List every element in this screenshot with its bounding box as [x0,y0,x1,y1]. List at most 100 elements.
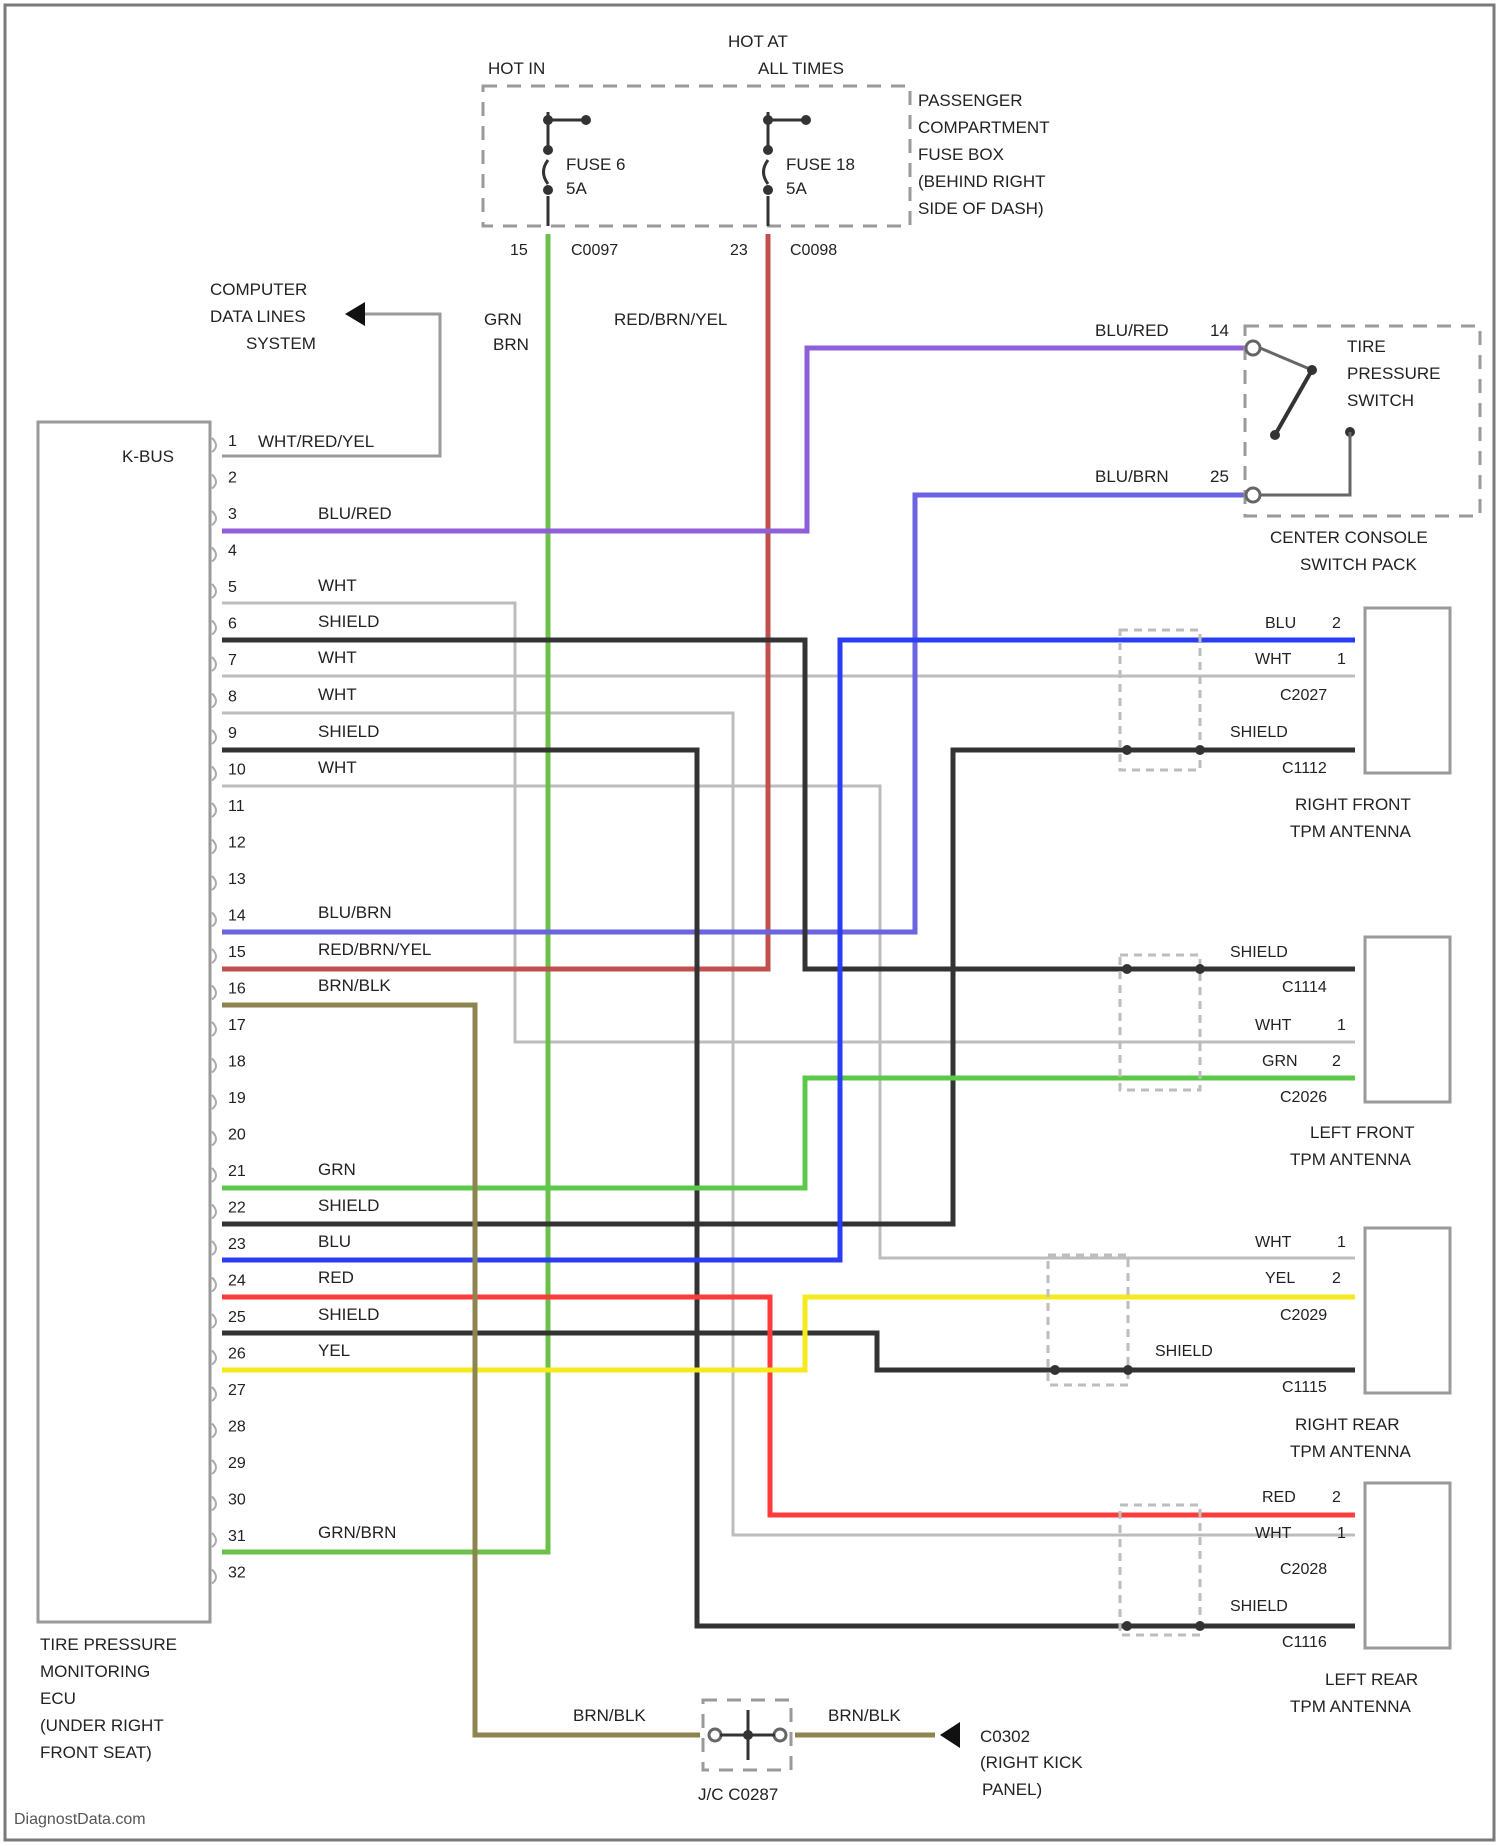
grn-antenna-wire [222,1078,1355,1188]
ground-arrow [940,1722,960,1748]
ecu-pin-3: 3 [228,506,237,523]
lf-label-2: TPM ANTENNA [1290,1150,1412,1169]
ground-wire-right-label: BRN/BLK [828,1706,901,1725]
all-times-label: ALL TIMES [758,59,844,78]
data-lines-label-3: SYSTEM [246,334,316,353]
ecu-pin-19: 19 [228,1090,246,1107]
white-wires [222,603,1355,1535]
ecu-pin-2: 2 [228,470,237,487]
ecu-pin-20: 20 [228,1127,246,1144]
ecu-pin-tick [212,1022,216,1036]
switch-pack-label-1: CENTER CONSOLE [1270,528,1428,547]
rf-conn-b: C1112 [1282,760,1327,777]
fuse-box-label-2: COMPARTMENT [918,118,1050,137]
ecu-pin-14: 14 [228,908,246,925]
pin8-wire-label: WHT [318,685,357,704]
ecu-pin-32: 32 [228,1565,246,1582]
ecu-pin-12: 12 [228,835,246,852]
wht-wire-pin5 [222,603,1355,1042]
ecu-pin-tick [212,913,216,927]
ecu-pin-1: 1 [228,433,237,450]
ecu-pin-tick [212,511,216,525]
lr-wht-label: WHT [1255,1525,1292,1542]
rr-label-1: RIGHT REAR [1295,1415,1400,1434]
pin7-wire-label: WHT [318,648,357,667]
rr-shield-label: SHIELD [1155,1343,1213,1360]
brn-wire-label: BRN [493,335,529,354]
tire-pressure-switch: TIRE PRESSURE SWITCH CENTER CONSOLE SWIT… [1095,321,1480,574]
ecu-pin-18: 18 [228,1054,246,1071]
ecu-pin-list: 1234567891011121314151617181920212223242… [212,433,246,1584]
lr-connector-c2028 [1120,1505,1200,1635]
ecu-pin-tick [212,1095,216,1109]
lf-conn-a: C2026 [1280,1089,1327,1106]
fuse-18-pin: 23 [730,242,748,259]
ecu-pin-4: 4 [228,543,237,560]
switch-pack-label-2: SWITCH PACK [1300,555,1417,574]
ecu-pin-tick [212,767,216,781]
ecu-pin-tick [212,548,216,562]
lf-shield-label: SHIELD [1230,944,1288,961]
colored-wires [222,234,1355,1735]
rr-wht-pin: 1 [1337,1234,1346,1251]
ecu-pin-tick [212,1205,216,1219]
ecu-pin-tick [212,1533,216,1547]
hot-at-label: HOT AT [728,32,788,51]
ecu-pin-tick [212,1241,216,1255]
ecu-label-3: ECU [40,1689,76,1708]
ecu-pin-tick [212,1424,216,1438]
ecu-pin-tick [212,1351,216,1365]
pin22-wire-label: SHIELD [318,1196,379,1215]
fuse-box-label-3: FUSE BOX [918,145,1004,164]
pin10-wire-label: WHT [318,758,357,777]
pin14-wire-label: BLU/BRN [318,903,392,922]
ecu-pin-8: 8 [228,689,237,706]
ecu-pin-31: 31 [228,1528,246,1545]
switch-label-3: SWITCH [1347,391,1414,410]
ecu-label-1: TIRE PRESSURE [40,1635,177,1654]
ecu-pin-6: 6 [228,616,237,633]
rf-blu-label: BLU [1265,615,1296,632]
rr-antenna-box [1365,1228,1450,1393]
rf-conn-a: C2027 [1280,687,1327,704]
ground-location-1: (RIGHT KICK [980,1753,1083,1772]
pin16-wire-label: BRN/BLK [318,976,391,995]
grn-wire-label: GRN [484,310,522,329]
shield-wire-pin22 [222,750,1355,1224]
wht-wire-pin8 [222,713,1355,1535]
ecu-pin-tick [212,840,216,854]
pin5-wire-label: WHT [318,576,357,595]
fuse-box: HOT IN HOT AT ALL TIMES FUSE 6 5A FUSE 1… [483,32,1050,259]
rr-label-2: TPM ANTENNA [1290,1442,1412,1461]
rf-label-2: TPM ANTENNA [1290,822,1412,841]
ecu-pin-16: 16 [228,981,246,998]
ecu-pin-17: 17 [228,1017,246,1034]
ground-location-2: PANEL) [982,1780,1042,1799]
ecu-pin-26: 26 [228,1346,246,1363]
lr-wht-pin: 1 [1337,1525,1346,1542]
tpms-ecu-box [38,422,210,1622]
lf-antenna-box [1365,937,1450,1102]
rf-blu-pin: 2 [1332,615,1341,632]
ecu-pin-tick [212,949,216,963]
ecu-pin-10: 10 [228,762,246,779]
data-lines-label-1: COMPUTER [210,280,307,299]
fuse-6-connector: C0097 [571,242,618,259]
pin23-wire-label: BLU [318,1232,351,1251]
ground-wire-left-label: BRN/BLK [573,1706,646,1725]
red-brn-yel-label: RED/BRN/YEL [614,310,727,329]
fuse-box-label-1: PASSENGER [918,91,1023,110]
rr-yel-pin: 2 [1332,1270,1341,1287]
switch-pin2: 25 [1210,467,1229,486]
ecu-pin-21: 21 [228,1163,246,1180]
rr-conn-a: C2029 [1280,1307,1327,1324]
ecu-pin-28: 28 [228,1419,246,1436]
ecu-pin-tick [212,730,216,744]
fuse-box-label-5: SIDE OF DASH) [918,199,1044,218]
antenna-group: BLU 2 WHT 1 C2027 SHIELD C1112 RIGHT FRO… [1048,608,1450,1716]
fuse-box-label-4: (BEHIND RIGHT [918,172,1046,191]
pin1-wire-label: WHT/RED/YEL [258,432,374,451]
ecu-pin-23: 23 [228,1236,246,1253]
switch-wire1-label: BLU/RED [1095,321,1169,340]
